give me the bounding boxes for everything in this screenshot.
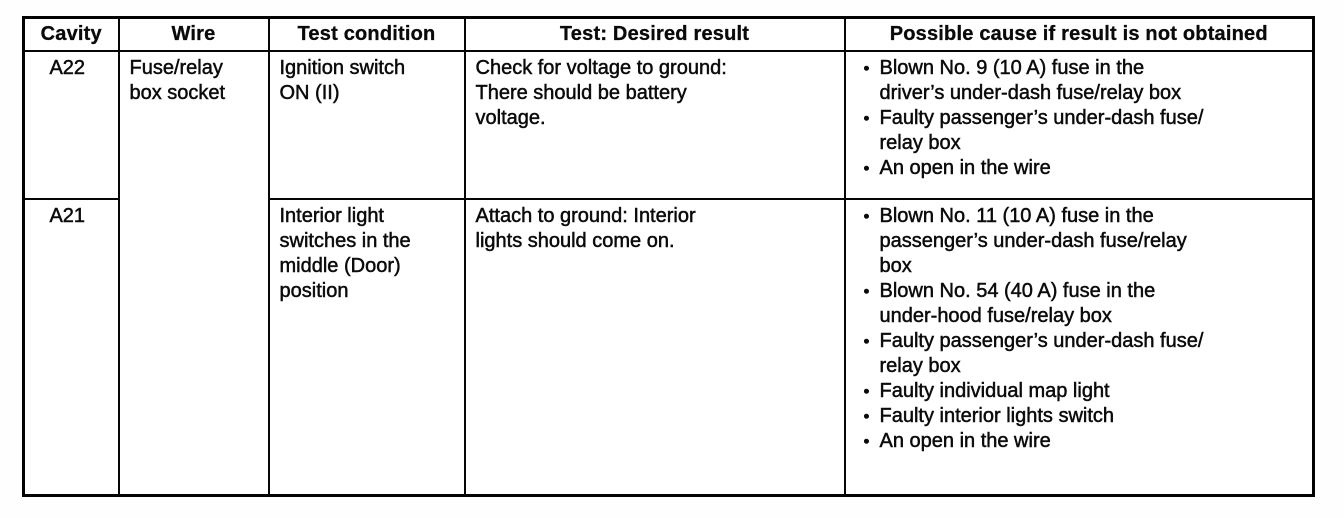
bullet-icon: • — [863, 407, 870, 427]
desired-result-cell-a22: Check for voltage to ground: There shoul… — [463, 50, 846, 200]
cavity-cell-a21: A21 — [22, 198, 120, 496]
cause-item: • An open in the wire — [854, 429, 1307, 454]
cause-item: • Faulty passenger’s under-dash fuse/ re… — [854, 106, 1307, 156]
table-row-a22: A22 Fuse/relay box socket Ignition switc… — [22, 50, 1315, 496]
bullet-icon: • — [863, 207, 870, 227]
cause-text: Blown No. 9 (10 A) fuse in the driver’s … — [879, 57, 1182, 105]
cause-text: Faulty individual map light — [879, 380, 1110, 403]
bullet-icon: • — [863, 382, 870, 402]
possible-cause-cell-a22: • Blown No. 9 (10 A) fuse in the driver’… — [843, 50, 1315, 200]
cause-text: Faulty passenger’s under-dash fuse/ rela… — [879, 107, 1204, 155]
table-header-row: Cavity Wire Test condition Test: Desired… — [22, 16, 1315, 52]
bullet-icon: • — [863, 59, 870, 79]
cause-item: • Blown No. 54 (40 A) fuse in the under-… — [854, 279, 1307, 329]
cause-text: Blown No. 11 (10 A) fuse in the passenge… — [879, 205, 1187, 278]
cause-text: An open in the wire — [879, 430, 1051, 453]
bullet-icon: • — [863, 109, 870, 129]
wire-cell: Fuse/relay box socket — [117, 50, 270, 496]
test-condition-cell-a22: Ignition switch ON (II) — [267, 50, 466, 200]
possible-cause-cell-a21: • Blown No. 11 (10 A) fuse in the passen… — [843, 198, 1315, 496]
cavity-cell-a22: A22 — [22, 50, 120, 200]
desired-result-cell-a21: Attach to ground: Interior lights should… — [463, 198, 846, 496]
header-cavity: Cavity — [22, 16, 120, 52]
header-wire: Wire — [117, 16, 270, 52]
bullet-icon: • — [863, 432, 870, 452]
cause-item: • An open in the wire — [854, 156, 1307, 181]
table-row-a21: A21 Interior light switches in the middl… — [22, 198, 1315, 496]
header-test-condition: Test condition — [267, 16, 466, 52]
header-desired-result: Test: Desired result — [463, 16, 846, 52]
test-condition-cell-a21: Interior light switches in the middle (D… — [267, 198, 466, 496]
header-possible-cause: Possible cause if result is not obtained — [843, 16, 1315, 52]
cause-text: Faulty interior lights switch — [879, 405, 1115, 428]
bullet-icon: • — [863, 159, 870, 179]
cause-item: • Faulty passenger’s under-dash fuse/ re… — [854, 329, 1307, 379]
bullet-icon: • — [863, 332, 870, 352]
cause-text: An open in the wire — [879, 157, 1051, 180]
cause-item: • Faulty individual map light — [854, 379, 1307, 404]
troubleshooting-table: Cavity Wire Test condition Test: Desired… — [22, 16, 1315, 497]
cause-text: Faulty passenger’s under-dash fuse/ rela… — [879, 330, 1204, 378]
cause-item: • Blown No. 11 (10 A) fuse in the passen… — [854, 204, 1307, 279]
bullet-icon: • — [863, 282, 870, 302]
cause-text: Blown No. 54 (40 A) fuse in the under-ho… — [879, 280, 1156, 328]
cause-item: • Faulty interior lights switch — [854, 404, 1307, 429]
cause-item: • Blown No. 9 (10 A) fuse in the driver’… — [854, 56, 1307, 106]
